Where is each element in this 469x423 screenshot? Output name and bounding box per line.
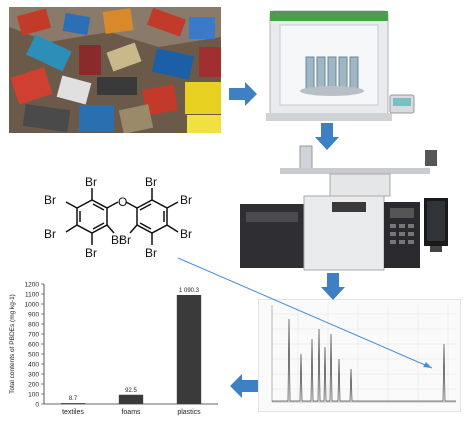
arrow-left [230,374,258,398]
br-label: Br [44,227,56,241]
chromatogram-image [257,298,462,413]
bar-chart-svg: 0 100 200 300 400 500 600 700 800 900 1000 1100 1200… [9,282,218,416]
bar [176,294,202,404]
x-tick-label: plastics [177,409,201,416]
gc-ms-instrument-image [240,144,451,276]
br-label: Br [119,233,131,247]
br-label: Br [180,227,192,241]
br-label: Br [145,246,157,260]
y-tick-label: 1100 [25,292,39,299]
bar-value-label: 8.7 [69,396,78,402]
bar-value-label: 1 090.3 [179,288,200,294]
br-label: Br [44,193,56,207]
br-label: Br [85,175,97,189]
br-label: Br [180,193,192,207]
y-tick-label: 400 [28,362,39,369]
bar [60,403,86,404]
plastic-waste-photo [9,7,221,133]
bar [118,394,144,404]
oxygen-label: O [118,195,127,209]
bar-value-label: 92.5 [125,388,137,394]
y-tick-label: 500 [28,352,39,359]
y-tick-label: 1000 [25,302,40,309]
y-tick-label: 0 [35,402,39,409]
y-tick-label: 700 [28,332,39,339]
br-label: Br [145,175,157,189]
br-label: Br [111,233,123,247]
y-axis-title: Total contents of PBDEs (mg kg-1) [9,294,16,394]
y-tick-label: 300 [28,372,39,379]
x-tick-label: textiles [62,409,84,416]
microwave-digester-image [262,7,416,127]
pbde-molecule-structure: Br Br Br Br Br O Br Br Br Br Br [35,170,220,275]
y-tick-label: 600 [28,342,39,349]
pbde-bar-chart: 0 100 200 300 400 500 600 700 800 900 1000 1100 1200… [4,278,224,418]
x-tick-label: foams [121,409,141,416]
plastic-waste-image [9,7,221,133]
y-tick-label: 200 [28,382,39,389]
br-label: Br [85,246,97,260]
arrow-right [229,82,257,106]
arrow-down [321,273,345,300]
y-tick-label: 800 [28,322,39,329]
y-tick-label: 900 [28,312,39,319]
y-tick-label: 100 [28,392,39,399]
y-tick-label: 1200 [25,282,40,289]
